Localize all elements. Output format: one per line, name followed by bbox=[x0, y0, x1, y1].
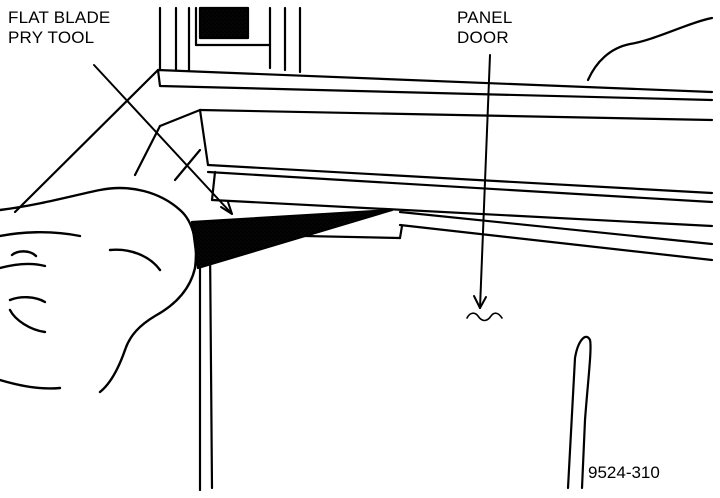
pry-tool-callout-line1: FLAT BLADE bbox=[8, 8, 111, 27]
leader-lines bbox=[93, 54, 491, 309]
pry-tool-blade bbox=[190, 208, 394, 270]
door-panel-body bbox=[198, 224, 404, 492]
pry-tool-edge bbox=[328, 208, 394, 224]
pry-tool-callout: FLAT BLADE PRY TOOL bbox=[8, 8, 110, 48]
pry-tool-callout-line2: PRY TOOL bbox=[8, 28, 95, 47]
panel-door-callout-line2: DOOR bbox=[457, 28, 509, 47]
panel-door-callout-line1: PANEL bbox=[457, 8, 513, 27]
seat-back-outline bbox=[586, 16, 714, 82]
trim-shelf bbox=[13, 68, 714, 262]
panel-surface-mark bbox=[466, 312, 503, 322]
hand bbox=[0, 186, 198, 394]
pull-handle bbox=[566, 335, 592, 490]
figure-id: 9524-310 bbox=[588, 463, 660, 482]
panel-door-callout: PANEL DOOR bbox=[457, 8, 513, 48]
window-frame bbox=[158, 6, 302, 74]
